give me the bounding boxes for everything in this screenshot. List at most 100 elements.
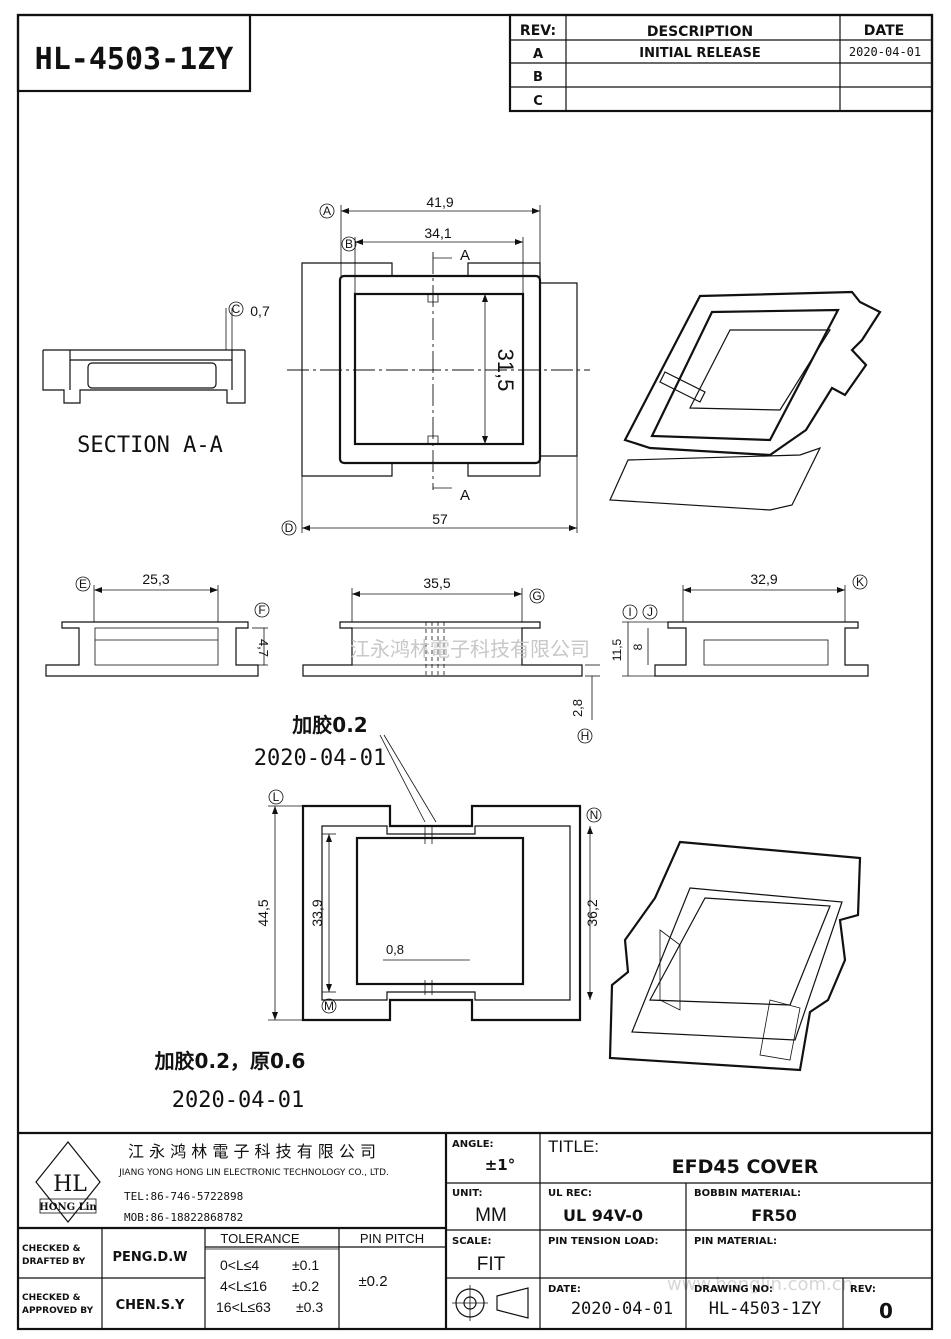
side-view-left: 25,3 4,7	[45, 571, 271, 677]
rev-a: A	[533, 47, 543, 62]
company-mob: MOB:86-18822868782	[124, 1211, 243, 1224]
svg-text:L: L	[273, 790, 280, 804]
section-mark-top: A	[460, 247, 470, 264]
callout-k: K	[852, 574, 868, 590]
rev-a-date: 2020-04-01	[849, 45, 921, 59]
svg-text:F: F	[258, 603, 265, 617]
rev-c: C	[533, 94, 543, 109]
date-header: DATE	[864, 23, 904, 39]
svg-text:K: K	[856, 575, 864, 589]
angle-value: ±1°	[485, 1156, 516, 1174]
callout-c: C	[228, 301, 244, 317]
date-label: DATE:	[548, 1284, 581, 1295]
pin-material-label: PIN MATERIAL:	[694, 1236, 777, 1247]
callout-d: D	[281, 520, 297, 536]
drawing-no-value: HL-4503-1ZY	[709, 1299, 822, 1319]
tolerance-range-3: 16<L≤63	[216, 1299, 271, 1315]
dim-side-right-inner: 8	[631, 643, 645, 650]
callout-f: F	[254, 602, 270, 618]
svg-text:M: M	[324, 999, 334, 1013]
dim-bottom-height-mid: 36,2	[584, 899, 600, 926]
watermark-url: www.honglin.com.cn	[667, 1274, 853, 1295]
revision-table: REV: DESCRIPTION DATE A INITIAL RELEASE …	[508, 13, 934, 113]
note1-text: 加胶0.2	[291, 713, 367, 737]
title-value: EFD45 COVER	[672, 1156, 819, 1178]
note1-date: 2020-04-01	[254, 746, 386, 771]
isometric-view-bottom	[608, 840, 862, 1072]
drafted-by: PENG.D.W	[113, 1250, 188, 1265]
svg-text:H: H	[581, 729, 590, 743]
pin-pitch-value: ±0.2	[358, 1273, 387, 1290]
drawing-no-label: DRAWING NO:	[694, 1284, 773, 1295]
projection-symbol	[452, 1285, 529, 1321]
svg-text:N: N	[590, 808, 599, 822]
bobbin-material-value: FR50	[751, 1206, 797, 1225]
svg-text:J: J	[647, 605, 653, 619]
approved-by: CHEN.S.Y	[116, 1298, 185, 1313]
pin-tension-label: PIN TENSION LOAD:	[548, 1236, 658, 1247]
callout-a: A	[319, 203, 335, 219]
ul-label: UL REC:	[548, 1188, 592, 1199]
part-number-box	[16, 13, 252, 93]
callout-m: M	[321, 998, 337, 1014]
pin-pitch-label: PIN PITCH	[360, 1231, 424, 1246]
section-mark-bottom: A	[460, 487, 470, 504]
checked-drafted-label-2: DRAFTED BY	[22, 1257, 86, 1267]
checked-approved-label-1: CHECKED &	[22, 1293, 81, 1303]
dim-side-right-width: 32,9	[750, 571, 777, 587]
svg-text:E: E	[79, 577, 87, 591]
section-a-a-view: SECTION A-A 0,7	[42, 303, 270, 458]
description-header: DESCRIPTION	[647, 24, 753, 40]
title-label: TITLE:	[548, 1137, 599, 1156]
angle-label: ANGLE:	[452, 1139, 494, 1150]
rev-b: B	[533, 70, 543, 85]
dim-top-width-inner: 34,1	[424, 225, 451, 241]
rev-header: REV:	[520, 23, 556, 39]
dim-front-width: 35,5	[423, 575, 450, 591]
callout-h: H	[577, 728, 593, 744]
dim-top-width-total: 57	[432, 511, 448, 527]
watermark-text: 江永鸿林電子科技有限公司	[350, 637, 590, 661]
checked-drafted-label-1: CHECKED &	[22, 1244, 81, 1254]
scale-value: FIT	[477, 1254, 506, 1275]
dim-base-thickness: 2,8	[570, 699, 585, 717]
front-view: 35,5 2,8	[302, 575, 600, 720]
svg-text:A: A	[323, 204, 331, 218]
checked-approved-label-2: APPROVED BY	[22, 1306, 94, 1316]
callout-i: I	[622, 604, 638, 620]
tolerance-range-1: 0<L≤4	[220, 1257, 259, 1273]
dim-bottom-height-inner: 33,9	[309, 899, 325, 926]
svg-text:B: B	[345, 237, 353, 251]
dim-bottom-height-outer: 44,5	[255, 899, 271, 926]
section-label: SECTION A-A	[77, 433, 223, 458]
rev-label: REV:	[850, 1284, 876, 1295]
callout-l: L	[268, 789, 284, 805]
dim-top-width-outer: 41,9	[426, 194, 453, 210]
sheet-border	[16, 13, 934, 1331]
dim-slot-width: 0,8	[386, 942, 404, 957]
dim-side-left-height: 4,7	[256, 639, 271, 657]
dim-top-height-inner: 31,5	[493, 349, 518, 392]
logo-text: HL	[53, 1172, 87, 1197]
dim-wall-thickness: 0,7	[250, 303, 270, 319]
tolerance-value-1: ±0.1	[292, 1257, 319, 1273]
svg-text:C: C	[232, 302, 241, 316]
title-block: HL HONG Lin 江 永 鸿 林 電 子 科 技 有 限 公 司 JIAN…	[18, 1131, 932, 1329]
svg-text:I: I	[628, 605, 631, 619]
bottom-view: 44,5 33,9 36,2 0,8	[255, 804, 600, 1022]
rev-a-description: INITIAL RELEASE	[639, 46, 761, 61]
part-number: HL-4503-1ZY	[35, 42, 234, 77]
dim-side-right-total: 11,5	[610, 638, 624, 661]
tolerance-value-3: ±0.3	[296, 1299, 323, 1315]
side-view-right: 32,9 11,5 8	[610, 571, 869, 677]
callout-j: J	[642, 604, 658, 620]
date-value: 2020-04-01	[571, 1299, 673, 1319]
tolerance-range-2: 4<L≤16	[220, 1278, 267, 1294]
rev-value: 0	[879, 1299, 893, 1323]
logo-diamond	[35, 1141, 101, 1223]
isometric-view-top	[609, 290, 882, 511]
unit-label: UNIT:	[452, 1188, 482, 1199]
unit-value: MM	[475, 1205, 507, 1226]
callout-b: B	[341, 236, 357, 252]
